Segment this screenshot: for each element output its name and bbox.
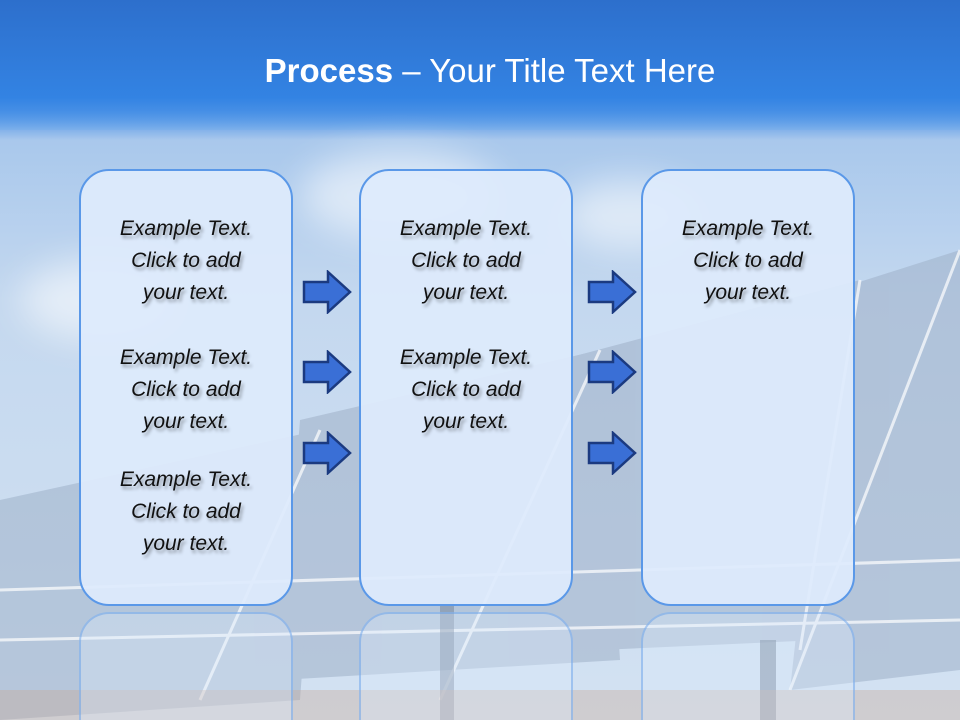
box-reflection [79, 612, 293, 720]
text-line: Click to add [131, 378, 241, 401]
process-box-1[interactable]: Example Text. Click to add your text. Ex… [79, 169, 293, 606]
text-line: Click to add [131, 500, 241, 523]
text-line: Example Text. [119, 346, 253, 369]
text-line: Example Text. [681, 217, 815, 240]
title-rest: – Your Title Text Here [393, 52, 716, 89]
text-line: your text. [422, 410, 510, 433]
text-line: Example Text. [399, 217, 533, 240]
text-line: Click to add [411, 378, 521, 401]
text-line: your text. [422, 281, 510, 304]
text-line: your text. [142, 532, 230, 555]
slide-title[interactable]: Process – Your Title Text Here [0, 52, 960, 90]
text-line: Example Text. [119, 217, 253, 240]
right-arrow-icon [302, 350, 352, 394]
text-line: your text. [704, 281, 792, 304]
text-line: Click to add [411, 249, 521, 272]
process-box-2[interactable]: Example Text. Click to add your text. Ex… [359, 169, 573, 606]
right-arrow-icon [302, 270, 352, 314]
text-block[interactable]: Example Text. Click to add your text. [361, 342, 571, 438]
text-block[interactable]: Example Text. Click to add your text. [81, 464, 291, 560]
text-line: Click to add [693, 249, 803, 272]
text-block[interactable]: Example Text. Click to add your text. [361, 213, 571, 309]
box-reflection [359, 612, 573, 720]
text-block[interactable]: Example Text. Click to add your text. [81, 213, 291, 309]
text-line: your text. [142, 410, 230, 433]
box-reflection [641, 612, 855, 720]
right-arrow-icon [587, 350, 637, 394]
text-line: Click to add [131, 249, 241, 272]
text-line: Example Text. [119, 468, 253, 491]
right-arrow-icon [302, 431, 352, 475]
title-bold: Process [264, 52, 394, 89]
right-arrow-icon [587, 431, 637, 475]
text-block[interactable]: Example Text. Click to add your text. [81, 342, 291, 438]
process-box-3[interactable]: Example Text. Click to add your text. [641, 169, 855, 606]
header-band [0, 0, 960, 130]
text-line: your text. [142, 281, 230, 304]
right-arrow-icon [587, 270, 637, 314]
text-line: Example Text. [399, 346, 533, 369]
text-block[interactable]: Example Text. Click to add your text. [643, 213, 853, 309]
